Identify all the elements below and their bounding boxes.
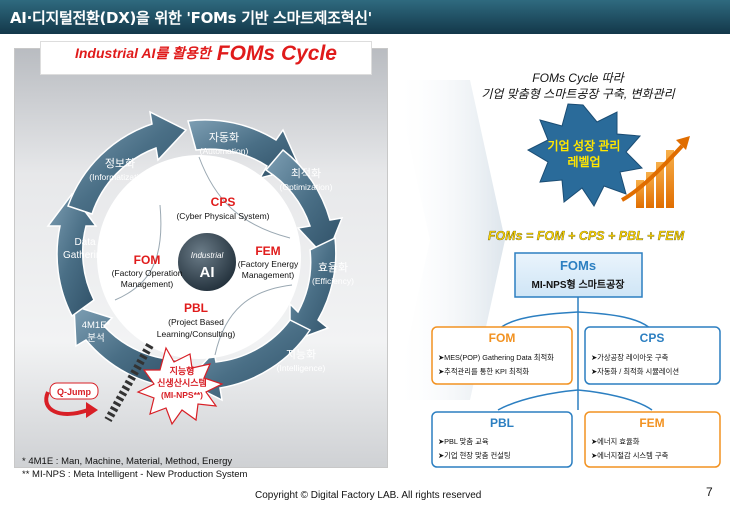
stage-4m1e-en: 분석 <box>87 333 104 344</box>
inner-swirl <box>198 156 291 239</box>
growth-bar <box>656 162 664 208</box>
pbl-title: PBL <box>184 301 208 315</box>
cps-box-item-2: ➤자동화 / 최적화 시뮬레이션 <box>591 367 679 376</box>
foms-center-title: FOMs <box>560 258 596 273</box>
header-title: AI·디지털전환(DX)을 위한 'FOMs 기반 스마트제조혁신' <box>10 9 372 27</box>
footnote-4m1e: * 4M1E : Man, Machine, Material, Method,… <box>22 456 233 467</box>
stage-optimization-en: (Optimization) <box>280 182 333 192</box>
fem-desc-1: (Factory Energy <box>238 259 299 269</box>
burst-line-1: 기업 성장 관리 <box>548 138 621 153</box>
fom-box-item-2: ➤추적관리를 통한 KPI 최적화 <box>438 367 529 376</box>
cycle-title-main: FOMs Cycle <box>216 42 337 65</box>
fom-box-frame <box>431 326 573 385</box>
qjump-label: Q-Jump <box>57 387 92 397</box>
cps-box-frame <box>584 326 721 385</box>
stage-data-ko: Data <box>74 237 96 248</box>
stage-informatization-en: (Informatization) <box>89 172 151 182</box>
cps-box-title: CPS <box>640 331 665 345</box>
stage-efficiency-ko: 효율화 <box>318 261 348 274</box>
qjump-ladder <box>104 343 154 422</box>
stage-automation-ko: 자동화 <box>209 131 239 144</box>
growth-burst <box>526 103 644 207</box>
pbl-box-item-1: ➤PBL 맞춤 교육 <box>438 437 489 446</box>
cycle-title-prefix: Industrial AI를 활용한 <box>74 45 211 61</box>
stage-4m1e-ko: 4M1E* <box>82 320 111 331</box>
inner-swirl <box>114 204 162 301</box>
fom-box-item-1: ➤MES(POP) Gathering Data 최적화 <box>438 353 554 362</box>
stage-informatization-ko: 정보화 <box>105 157 135 170</box>
fem-desc-2: Management) <box>242 270 295 280</box>
foms-formula: FOMs = FOM + CPS + PBL + FEM <box>488 229 685 243</box>
fem-title: FEM <box>255 244 280 258</box>
page-number: 7 <box>706 485 713 499</box>
growth-arrow <box>621 144 684 202</box>
cps-box-item-1: ➤가상공장 레이아웃 구축 <box>591 353 669 362</box>
cycle-title: Industrial AI를 활용한 FOMs Cycle <box>40 41 372 75</box>
pbl-box-item-2: ➤기업 현장 맞춤 컨설팅 <box>438 451 511 460</box>
fom-desc-2: Management) <box>121 279 174 289</box>
pbl-box-title: PBL <box>490 416 514 430</box>
fom-title: FOM <box>134 253 161 267</box>
fem-box-frame <box>584 411 721 468</box>
mi-nps-line-2: 신생산시스템 <box>157 377 207 388</box>
mi-nps-line-3: (MI-NPS**) <box>161 390 203 400</box>
copyright: Copyright © Digital Factory LAB. All rig… <box>255 490 482 501</box>
stage-optimization-ko: 최적화 <box>291 167 321 180</box>
foms-center-subtitle: MI-NPS형 스마트공장 <box>532 278 626 291</box>
qjump-arrowhead <box>86 402 98 418</box>
stage-data-en: Gathering <box>63 250 107 261</box>
industrial-ai-hub <box>176 231 238 293</box>
growth-bar <box>666 150 674 208</box>
qjump-pill <box>49 382 99 400</box>
fem-box-item-2: ➤에너지절감 시스템 구축 <box>591 451 669 460</box>
pbl-desc-1: (Project Based <box>168 317 224 327</box>
burst-line-2: 레벨업 <box>567 154 600 169</box>
transition-arrow <box>395 80 505 400</box>
fem-box-title: FEM <box>639 416 664 430</box>
mi-nps-burst <box>136 346 224 426</box>
cycle-ring <box>46 110 344 402</box>
tree-connectors <box>497 297 653 411</box>
stage-intelligence-en: (Intelligence) <box>277 363 326 373</box>
fom-box-title: FOM <box>489 331 516 345</box>
cps-desc: (Cyber Physical System) <box>176 211 269 221</box>
hub-label-bottom: AI <box>200 264 215 281</box>
cps-title: CPS <box>211 195 236 209</box>
hub-label-top: Industrial <box>191 251 224 260</box>
growth-arrowhead <box>676 136 690 150</box>
intro-line-2: 기업 맞춤형 스마트공장 구축, 변화관리 <box>481 87 675 101</box>
inner-swirl <box>214 284 293 356</box>
growth-bar <box>646 172 654 208</box>
fom-desc-1: (Factory Operation <box>112 268 183 278</box>
growth-bar <box>636 180 644 208</box>
stage-intelligence-ko: 지능화 <box>286 348 316 361</box>
mi-nps-line-1: 지능형 <box>170 365 195 376</box>
footnote-mi-nps: ** MI-NPS : Meta Intelligent - New Produ… <box>22 469 248 480</box>
header-bar: AI·디지털전환(DX)을 위한 'FOMs 기반 스마트제조혁신' <box>0 0 730 34</box>
fem-box-item-1: ➤에너지 효율화 <box>591 437 640 446</box>
pbl-box-frame <box>431 411 573 468</box>
pbl-desc-2: Learning/Consulting) <box>157 329 236 339</box>
stage-automation-en: (Automation) <box>200 146 249 156</box>
intro-line-1: FOMs Cycle 따라 <box>532 71 625 85</box>
qjump-arrow <box>44 391 89 416</box>
stage-efficiency-en: (Efficiency) <box>312 276 354 286</box>
